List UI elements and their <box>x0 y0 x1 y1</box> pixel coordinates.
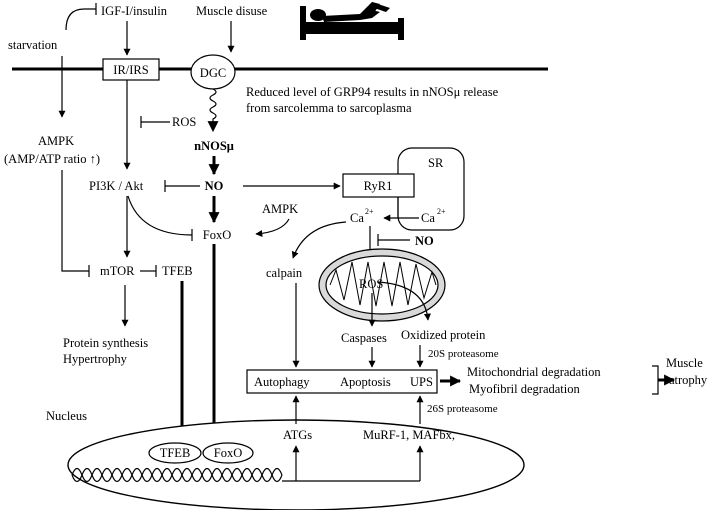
ca-left-sup: 2+ <box>365 207 374 216</box>
foxo-nucleus-node <box>202 442 254 464</box>
proteasome-26s-label: 26S proteasome <box>427 403 498 415</box>
myofibril-degradation-label: Myofibril degradation <box>469 382 580 396</box>
sr-label: SR <box>428 156 444 170</box>
muscle-label: Muscle <box>666 356 703 370</box>
apoptosis-label: Apoptosis <box>340 375 391 389</box>
degradation-box <box>246 369 438 394</box>
dna-helix-icon <box>71 467 283 483</box>
calpain-label: calpain <box>266 266 303 280</box>
ca-right-label: Ca <box>421 211 435 225</box>
dgc-label: DGC <box>200 66 226 80</box>
ampk-inhibit-mtor-line <box>61 170 89 272</box>
ampk-to-foxo-arrow <box>255 218 290 238</box>
caspases-label: Caspases <box>341 331 387 345</box>
atrophy-label: atrophy <box>669 373 708 387</box>
foxo-label: FoxO <box>203 228 231 242</box>
muscle-disuse-label: Muscle disuse <box>196 4 268 18</box>
grp94-line-2: from sarcolemma to sarcoplasma <box>246 101 412 115</box>
nucleus-label: Nucleus <box>46 409 87 423</box>
ampk-left-label: AMPK <box>38 134 74 148</box>
ros-mito-label: ROS <box>359 277 383 291</box>
oxidized-protein-label: Oxidized protein <box>401 328 486 342</box>
starvation-label: starvation <box>8 38 58 52</box>
protein-synthesis-label: Protein synthesis <box>63 336 148 350</box>
ca-to-calpain-arrow <box>291 221 347 259</box>
tfeb-nucleus-label: TFEB <box>160 446 191 460</box>
mitochondrion-icon <box>318 248 446 322</box>
pi3k-akt-label: PI3K / Akt <box>89 179 144 193</box>
bed-patient-icon <box>300 2 404 40</box>
mito-degradation-label: Mitochondrial degradation <box>467 365 601 379</box>
ampk-mid-label: AMPK <box>262 202 298 216</box>
no-label: NO <box>205 179 224 193</box>
ups-label: UPS <box>410 375 433 389</box>
pi3k-inhibit-foxo-curve <box>127 195 193 236</box>
ryr1-label: RyR1 <box>364 179 393 193</box>
tfeb-nucleus-node <box>148 442 202 464</box>
mtor-label: mTOR <box>100 264 135 278</box>
ros-top-label: ROS <box>172 115 196 129</box>
ca-right-sup: 2+ <box>437 207 446 216</box>
ryr1-box <box>342 173 415 198</box>
foxo-nucleus-label: FoxO <box>214 446 242 460</box>
nnos-label: nNOSμ <box>194 139 234 153</box>
atgs-label: ATGs <box>283 428 312 442</box>
tfeb-label: TFEB <box>162 264 193 278</box>
irs-label: IR/IRS <box>113 63 148 77</box>
dgc-to-nnos-squiggle <box>207 88 219 133</box>
igf-insulin-label: IGF-I/insulin <box>101 4 168 18</box>
grp94-line-1: Reduced level of GRP94 results in nNOSμ … <box>246 85 499 99</box>
irs-box <box>102 58 160 81</box>
igf-inhibit-starvation-line <box>65 8 96 31</box>
ca-left-label: Ca <box>350 211 364 225</box>
degradation-bracket <box>652 365 659 395</box>
hypertrophy-label: Hypertrophy <box>63 352 128 366</box>
ampk-ratio-label: (AMP/ATP ratio ↑) <box>4 152 100 166</box>
autophagy-label: Autophagy <box>254 375 310 389</box>
no-mito-label: NO <box>415 234 434 248</box>
ros-to-oxidized-arrow <box>377 281 431 321</box>
proteasome-20s-label: 20S proteasome <box>428 348 499 360</box>
murf-mafbx-label: MuRF-1, MAFbx, <box>363 428 455 442</box>
